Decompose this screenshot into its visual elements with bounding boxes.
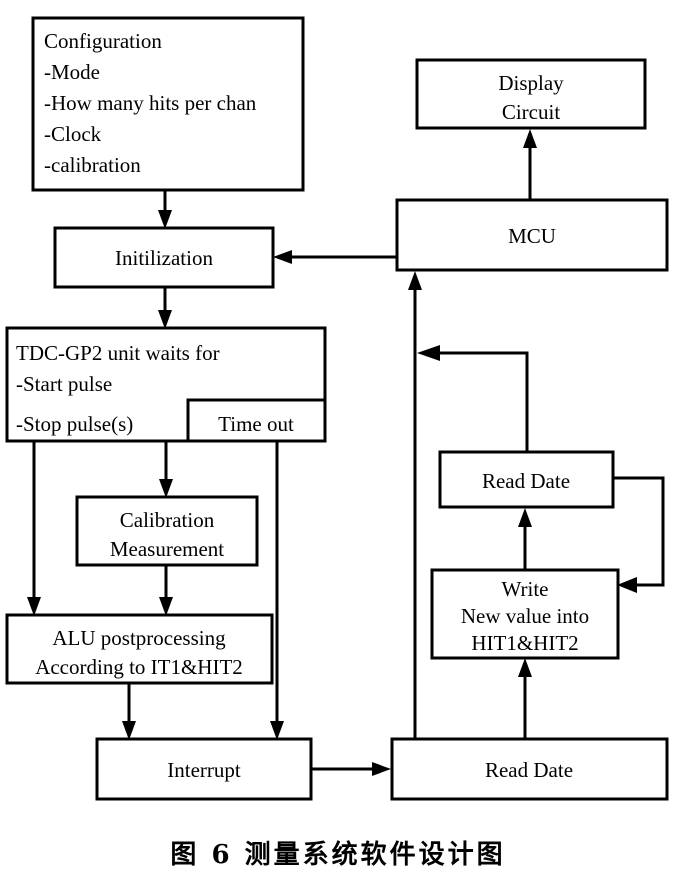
- node-time-out[interactable]: Time out: [186, 398, 327, 443]
- edge-mcu-to-initilization: [273, 250, 397, 264]
- write-hit-box[interactable]: [430, 568, 620, 660]
- configuration-line-5: -calibration: [44, 153, 141, 177]
- edge-tdc-to-alu-left-rail: [27, 441, 41, 616]
- edge-configuration-to-initilization: [158, 190, 172, 229]
- tdc-wait-line-2: -Start pulse: [16, 372, 112, 396]
- edge-initilization-to-tdc: [158, 287, 172, 329]
- configuration-line-2: -Mode: [44, 60, 100, 84]
- configuration-line-4: -Clock: [44, 122, 102, 146]
- figure-caption: 图 6 测量系统软件设计图: [170, 840, 506, 870]
- tdc-wait-line-3: -Stop pulse(s): [16, 412, 133, 436]
- node-calibration-measurement[interactable]: Calibration Measurement: [75, 495, 259, 567]
- edge-read-date-upper-to-trunk-rail: [417, 345, 529, 452]
- interrupt-box[interactable]: [95, 737, 313, 801]
- node-write-hit[interactable]: Write New value into HIT1&HIT2: [430, 568, 620, 660]
- mcu-label: MCU: [508, 224, 556, 248]
- node-initilization[interactable]: Initilization: [53, 226, 275, 289]
- edge-timeout-to-interrupt-right-rail: [270, 441, 284, 740]
- configuration-box[interactable]: [31, 16, 305, 192]
- display-circuit-line-2: Circuit: [502, 100, 560, 124]
- tdc-wait-line-1: TDC-GP2 unit waits for: [16, 341, 220, 365]
- edge-alu-to-interrupt: [122, 683, 136, 740]
- read-date-upper-box[interactable]: [438, 450, 615, 509]
- node-interrupt[interactable]: Interrupt: [95, 737, 313, 801]
- edge-read-date-lower-to-write: [518, 658, 532, 739]
- node-read-date-upper[interactable]: Read Date: [438, 450, 615, 509]
- alu-postprocessing-line-1: ALU postprocessing: [52, 626, 226, 650]
- node-read-date-lower[interactable]: Read Date: [390, 737, 669, 801]
- node-configuration[interactable]: Configuration -Mode -How many hits per c…: [31, 16, 305, 192]
- edge-read-date-lower-to-mcu-rail: [408, 271, 422, 739]
- time-out-box[interactable]: [186, 398, 327, 443]
- display-circuit-box[interactable]: [415, 58, 647, 130]
- edge-tdc-to-calibration: [159, 441, 173, 498]
- write-hit-line-2: New value into: [461, 604, 589, 628]
- alu-postprocessing-box[interactable]: [5, 613, 274, 685]
- initilization-label: Initilization: [115, 246, 213, 270]
- edge-mcu-to-display-circuit: [523, 129, 537, 200]
- alu-postprocessing-line-2: According to IT1&HIT2: [35, 655, 243, 679]
- interrupt-label: Interrupt: [167, 758, 241, 782]
- node-display-circuit[interactable]: Display Circuit: [415, 58, 647, 130]
- configuration-line-3: -How many hits per chan: [44, 91, 257, 115]
- edge-interrupt-to-read-date-lower: [311, 762, 391, 776]
- time-out-label: Time out: [218, 412, 294, 436]
- calibration-measurement-box[interactable]: [75, 495, 259, 567]
- configuration-line-1: Configuration: [44, 29, 162, 53]
- read-date-lower-label: Read Date: [485, 758, 573, 782]
- mcu-box[interactable]: [395, 198, 669, 272]
- edge-calibration-to-alu: [159, 565, 173, 616]
- edge-read-date-upper-loop-to-write: [613, 476, 665, 593]
- connector-layer: [27, 129, 665, 776]
- write-hit-line-1: Write: [502, 577, 549, 601]
- initilization-box[interactable]: [53, 226, 275, 289]
- edge-write-to-read-date-upper: [518, 508, 532, 570]
- write-hit-line-3: HIT1&HIT2: [471, 631, 578, 655]
- node-mcu[interactable]: MCU: [395, 198, 669, 272]
- read-date-lower-box[interactable]: [390, 737, 669, 801]
- node-alu-postprocessing[interactable]: ALU postprocessing According to IT1&HIT2: [5, 613, 274, 685]
- calibration-measurement-line-1: Calibration: [120, 508, 215, 532]
- display-circuit-line-1: Display: [498, 71, 564, 95]
- calibration-measurement-line-2: Measurement: [110, 537, 224, 561]
- node-tdc-wait[interactable]: TDC-GP2 unit waits for -Start pulse -Sto…: [5, 326, 327, 443]
- read-date-upper-label: Read Date: [482, 469, 570, 493]
